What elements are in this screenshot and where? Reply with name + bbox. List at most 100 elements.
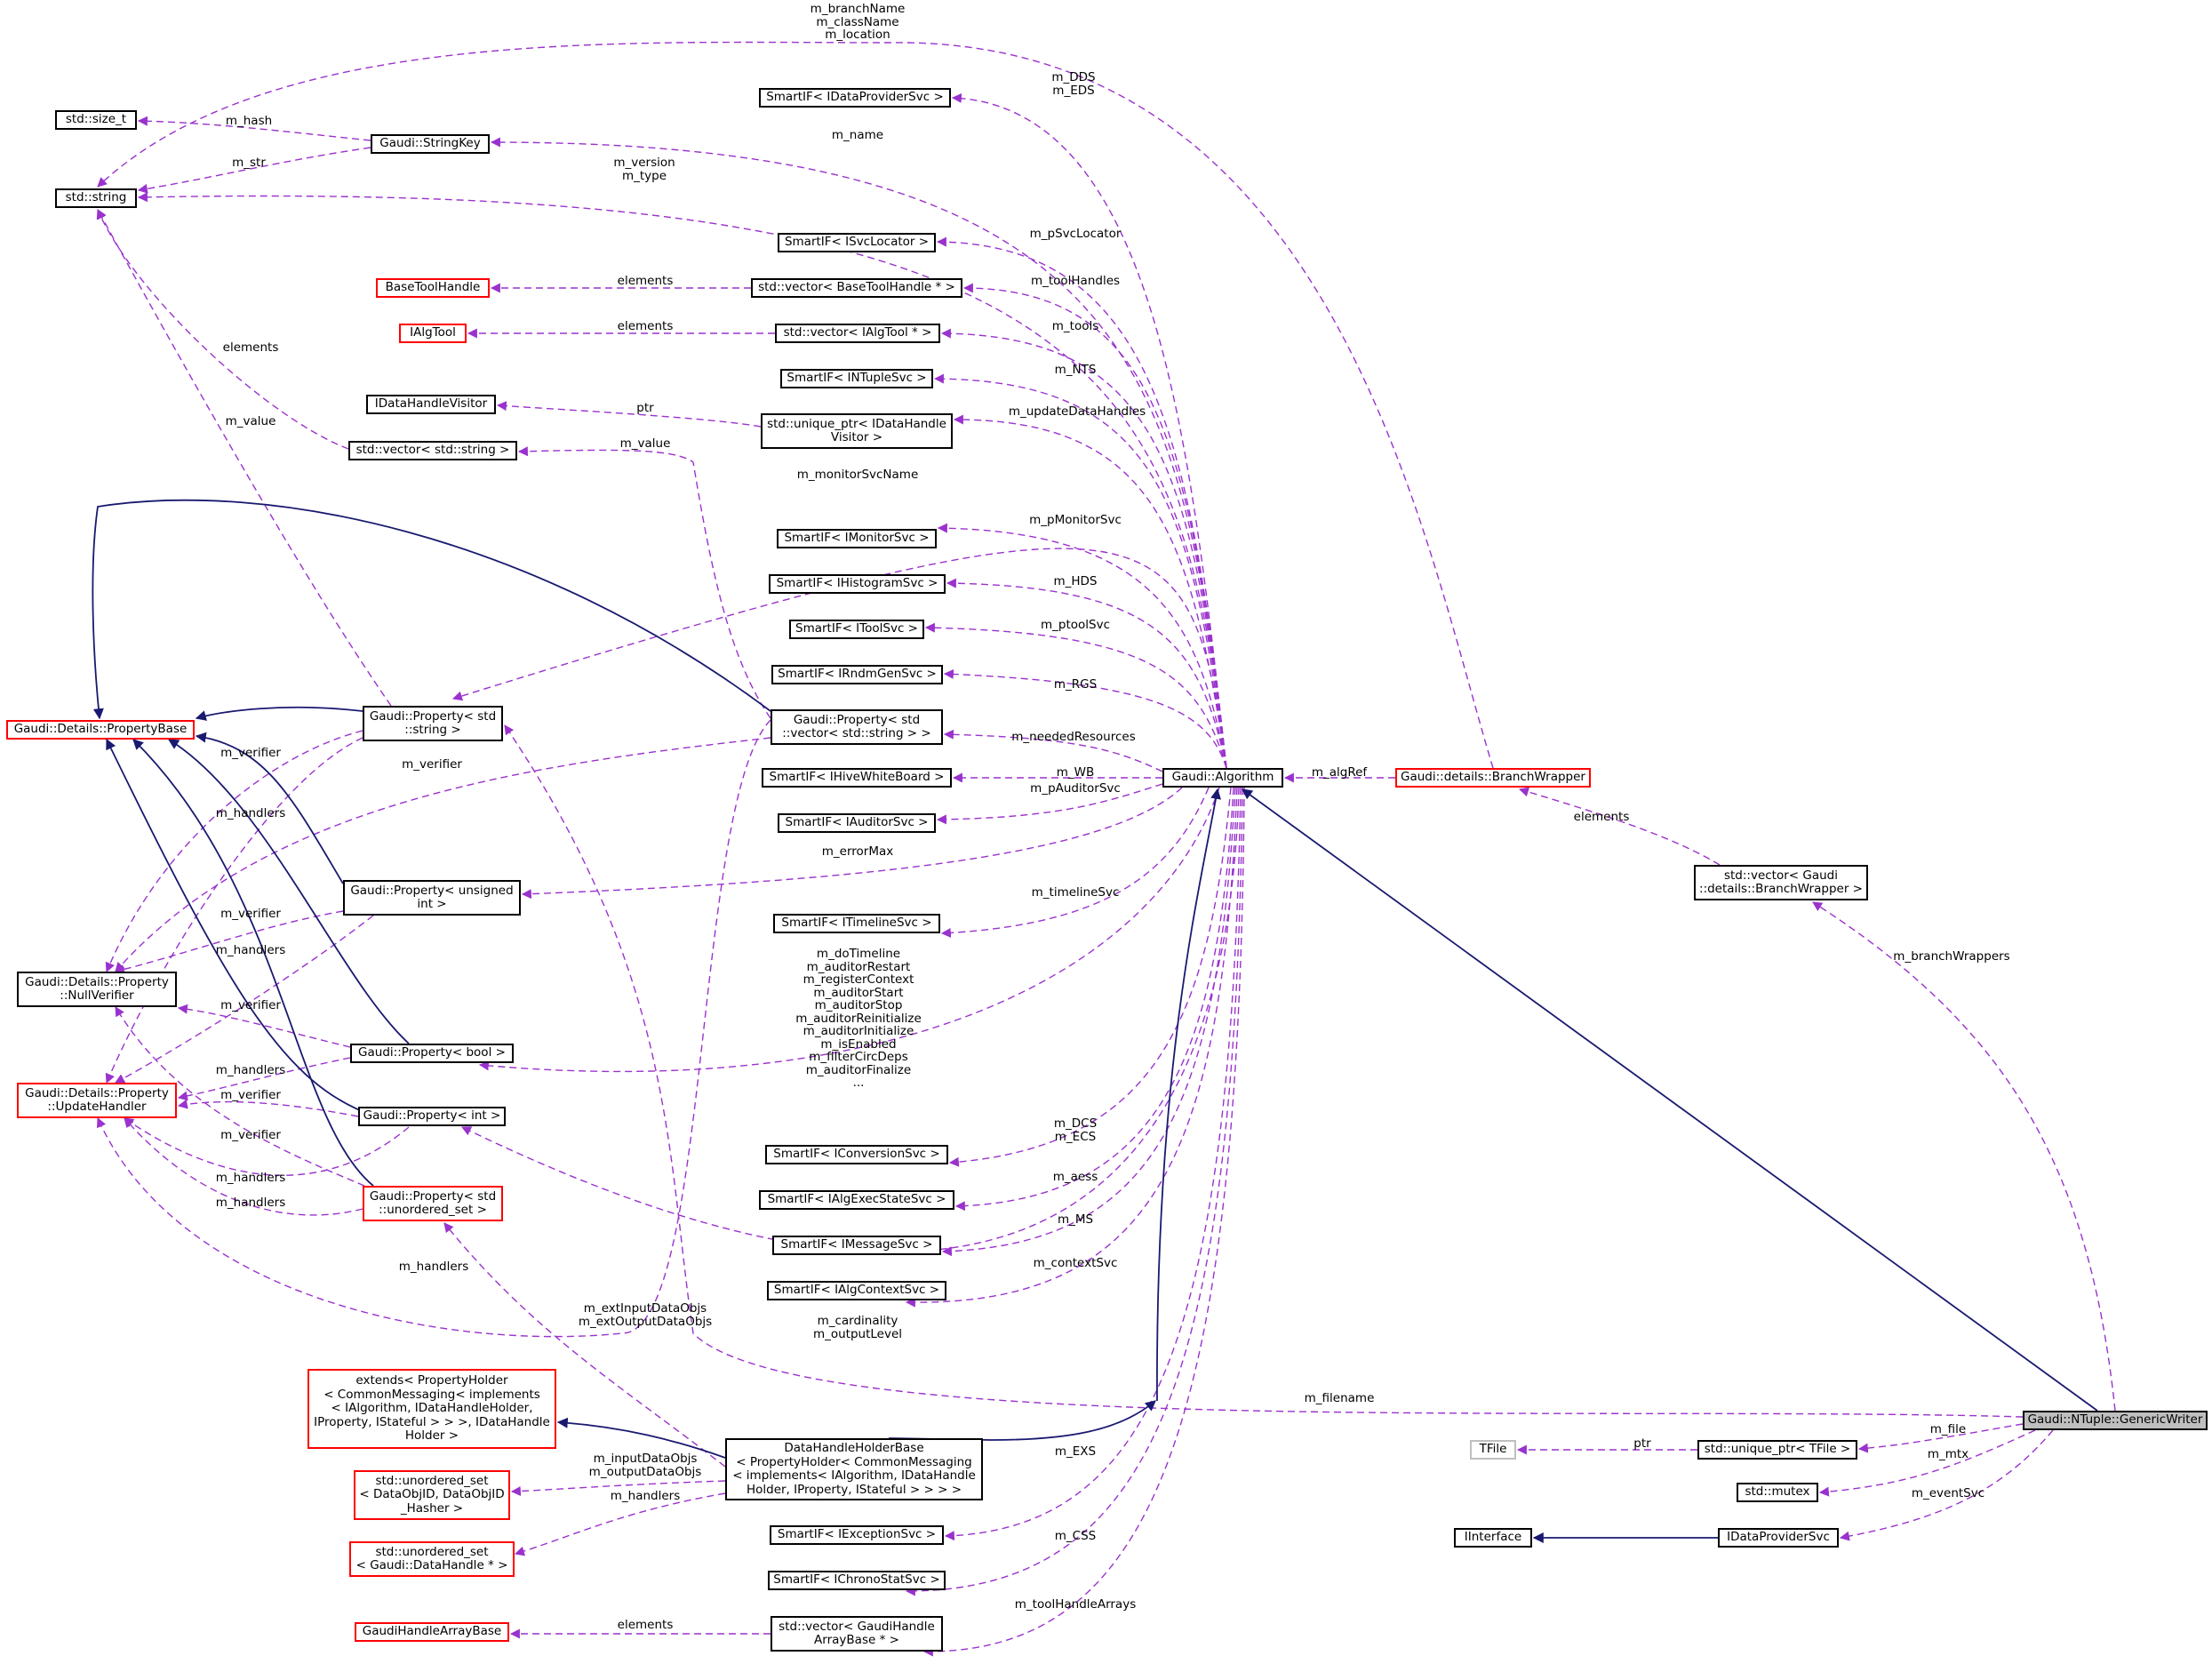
edge-label: m_filename — [1304, 1391, 1375, 1405]
edge-label: m_doTimeline m_auditorRestart m_register… — [795, 947, 922, 1090]
edge-label: m_branchName m_className m_location — [810, 2, 906, 42]
node-smartif-ialgexecstatesvc[interactable]: SmartIF< IAlgExecStateSvc > — [759, 1190, 954, 1210]
edge-timelinesvc — [940, 787, 1210, 938]
node-smartif-imonitorsvc[interactable]: SmartIF< IMonitorSvc > — [777, 529, 937, 548]
node-gaudihandlearraybase[interactable]: GaudiHandleArrayBase — [355, 1622, 509, 1642]
node-extends-propertyholder[interactable]: extends< PropertyHolder < CommonMessagin… — [307, 1369, 556, 1449]
edge-verifier-1 — [105, 730, 363, 973]
node-property-int[interactable]: Gaudi::Property< int > — [358, 1107, 506, 1126]
edge-label: m_DDS m_EDS — [1051, 70, 1096, 98]
node-smartif-idataprovidersvc[interactable]: SmartIF< IDataProviderSvc > — [759, 88, 951, 108]
node-stringkey[interactable]: Gaudi::StringKey — [371, 134, 490, 154]
node-iinterface[interactable]: IInterface — [1454, 1528, 1532, 1548]
edge-label: m_ptoolSvc — [1040, 618, 1111, 632]
edge-hds — [946, 578, 1227, 769]
edge-label: m_branchWrappers — [1893, 949, 2010, 964]
edge-file — [1857, 1423, 2024, 1453]
node-unordered-set-datahandle[interactable]: std::unordered_set < Gaudi::DataHandle *… — [349, 1541, 515, 1577]
edge-label: m_verifier — [220, 746, 281, 760]
node-std-mutex[interactable]: std::mutex — [1737, 1483, 1818, 1502]
edge-css — [905, 787, 1243, 1596]
edge-toolhandles — [962, 283, 1227, 769]
node-generic-writer[interactable]: Gaudi::NTuple::GenericWriter — [2023, 1411, 2208, 1430]
edge-label: m_algRef — [1311, 765, 1368, 780]
edge-label: m_updateDataHandles — [1008, 404, 1146, 419]
node-gaudi-algorithm[interactable]: Gaudi::Algorithm — [1162, 768, 1283, 788]
node-branchwrapper[interactable]: Gaudi::details::BranchWrapper — [1395, 768, 1591, 788]
edge-elements-bw — [1518, 787, 1721, 866]
node-smartif-iauditorsvc[interactable]: SmartIF< IAuditorSvc > — [778, 813, 936, 833]
edge-label: m_file — [1929, 1422, 1967, 1436]
node-unordered-set-dataobjid[interactable]: std::unordered_set < DataObjID, DataObjI… — [354, 1470, 510, 1520]
edge-handlers-7 — [514, 1492, 726, 1556]
node-smartif-ichronostatsvc[interactable]: SmartIF< IChronoStatSvc > — [768, 1571, 946, 1590]
edge-label: elements — [617, 319, 674, 333]
node-tfile[interactable]: TFile — [1470, 1440, 1516, 1460]
edge-handlers-5 — [124, 1117, 363, 1216]
node-property-unsigned-int[interactable]: Gaudi::Property< unsigned int > — [343, 880, 521, 916]
edge-inherit-dhhb-algorithm — [1156, 788, 1222, 1402]
node-idatahandlevisitor[interactable]: IDataHandleVisitor — [366, 395, 496, 414]
edge-value-str — [97, 209, 392, 707]
edge-label: m_verifier — [220, 1088, 281, 1102]
edge-label: elements — [1573, 810, 1630, 824]
edge-label: m_toolHandleArrays — [1014, 1597, 1137, 1612]
node-smartif-irndmgensvc[interactable]: SmartIF< IRndmGenSvc > — [771, 665, 943, 684]
edge-label: m_verifier — [220, 907, 281, 921]
edge-extdata — [443, 1222, 726, 1468]
node-smartif-iexceptionsvc[interactable]: SmartIF< IExceptionSvc > — [770, 1525, 944, 1545]
edge-inherit-propvec — [92, 499, 771, 720]
node-uniqueptr-idatahandlevisitor[interactable]: std::unique_ptr< IDataHandle Visitor > — [761, 413, 953, 449]
edge-handlers-1 — [105, 737, 363, 1084]
node-basetoolhandle[interactable]: BaseToolHandle — [376, 278, 490, 298]
node-updatehandler[interactable]: Gaudi::Details::Property ::UpdateHandler — [17, 1083, 177, 1118]
edge-exs — [944, 787, 1242, 1541]
edge-label: m_str — [232, 156, 266, 170]
edge-label: m_pMonitorSvc — [1029, 513, 1122, 527]
node-smartif-iconversionsvc[interactable]: SmartIF< IConversionSvc > — [765, 1145, 948, 1164]
node-smartif-ihistogramsvc[interactable]: SmartIF< IHistogramSvc > — [769, 574, 946, 594]
edge-label: m_version m_type — [613, 156, 675, 183]
node-smartif-intuplesvc[interactable]: SmartIF< INTupleSvc > — [780, 369, 933, 388]
edge-neededresources — [943, 729, 1163, 772]
node-property-bool[interactable]: Gaudi::Property< bool > — [350, 1044, 514, 1063]
node-smartif-itimelinesvc[interactable]: SmartIF< ITimelineSvc > — [773, 914, 940, 933]
edge-verifier-3 — [114, 910, 344, 974]
edge-monitorsvcname — [451, 548, 1227, 769]
edge-label: m_extInputDataObjs m_extOutputDataObjs — [578, 1301, 713, 1329]
node-uniqueptr-tfile[interactable]: std::unique_ptr< TFile > — [1697, 1440, 1857, 1460]
node-vector-ialgtool[interactable]: std::vector< IAlgTool * > — [775, 324, 940, 343]
edge-elements-vecstr — [96, 208, 349, 450]
node-vector-gaudihandlearraybase[interactable]: std::vector< GaudiHandle ArrayBase * > — [771, 1616, 943, 1652]
edge-verifier-5 — [177, 1099, 359, 1117]
node-ialgtool[interactable]: IAlgTool — [399, 324, 467, 343]
edge-label: elements — [617, 274, 674, 288]
node-vector-branchwrapper[interactable]: std::vector< Gaudi ::details::BranchWrap… — [1694, 865, 1868, 900]
edge-label: m_eventSvc — [1911, 1486, 1985, 1500]
node-std-string[interactable]: std::string — [55, 188, 137, 208]
edge-verifier-6 — [115, 1006, 365, 1187]
node-smartif-isvclocator[interactable]: SmartIF< ISvcLocator > — [778, 233, 936, 252]
node-smartif-ialgcontextsvc[interactable]: SmartIF< IAlgContextSvc > — [767, 1281, 946, 1300]
node-datahandleholderbase[interactable]: DataHandleHolderBase < PropertyHolder< C… — [725, 1438, 983, 1500]
node-smartif-ihivewhiteboard[interactable]: SmartIF< IHiveWhiteBoard > — [762, 768, 952, 788]
edge-label: m_MS — [1057, 1212, 1094, 1227]
node-idataprovidersvc[interactable]: IDataProviderSvc — [1718, 1528, 1839, 1548]
node-property-unordered-set[interactable]: Gaudi::Property< std ::unordered_set > — [363, 1186, 503, 1221]
node-vector-basetoolhandle[interactable]: std::vector< BaseToolHandle * > — [751, 278, 962, 298]
node-smartif-imessagesvc[interactable]: SmartIF< IMessageSvc > — [772, 1236, 941, 1255]
edge-ms — [941, 787, 1236, 1257]
edge-dcs — [948, 787, 1232, 1167]
node-smartif-itoolsvc[interactable]: SmartIF< IToolSvc > — [789, 620, 924, 639]
node-vector-string[interactable]: std::vector< std::string > — [348, 441, 517, 460]
edge-rgs — [943, 668, 1227, 769]
node-size-t[interactable]: std::size_t — [55, 110, 137, 130]
edge-inherit-propuset — [132, 739, 374, 1187]
node-property-vector-string[interactable]: Gaudi::Property< std ::vector< std::stri… — [771, 709, 943, 745]
node-property-string[interactable]: Gaudi::Property< std ::string > — [363, 706, 503, 741]
edge-label: m_tools — [1051, 319, 1099, 333]
node-propertybase[interactable]: Gaudi::Details::PropertyBase — [6, 720, 195, 740]
edge-label: m_handlers — [215, 1196, 286, 1210]
node-nullverifier[interactable]: Gaudi::Details::Property ::NullVerifier — [17, 972, 177, 1007]
edge-aess — [954, 787, 1234, 1212]
